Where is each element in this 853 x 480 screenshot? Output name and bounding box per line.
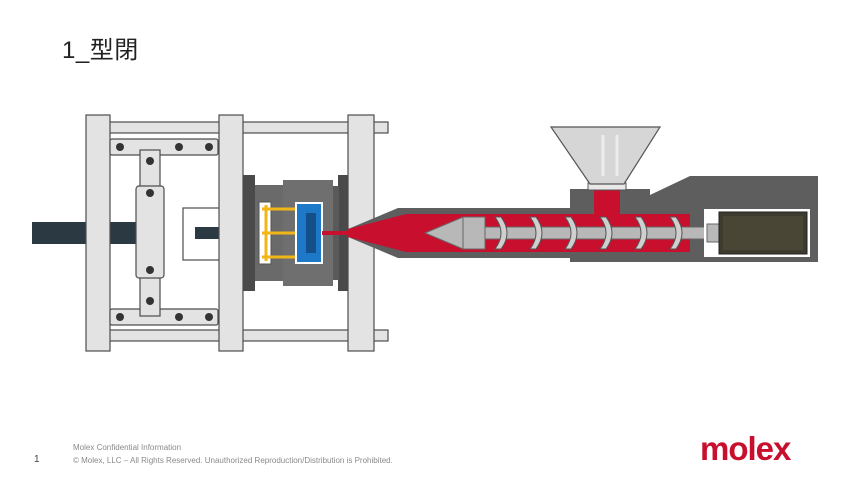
copyright-notice: © Molex, LLC – All Rights Reserved. Unau… (73, 456, 393, 465)
screw-flights (494, 216, 683, 250)
screw-shaft (484, 226, 708, 240)
drive-coupling (706, 223, 720, 243)
hopper (549, 126, 662, 185)
moving-platen (218, 114, 244, 352)
sprue (322, 231, 350, 235)
toggle-mechanism (109, 138, 219, 326)
feed-throat (594, 189, 620, 216)
confidential-notice: Molex Confidential Information (73, 443, 182, 452)
molex-logo: molex (700, 430, 791, 467)
rear-platen (85, 114, 111, 352)
page-number: 1 (34, 454, 40, 465)
slide-title: 1_型閉 (62, 37, 139, 64)
